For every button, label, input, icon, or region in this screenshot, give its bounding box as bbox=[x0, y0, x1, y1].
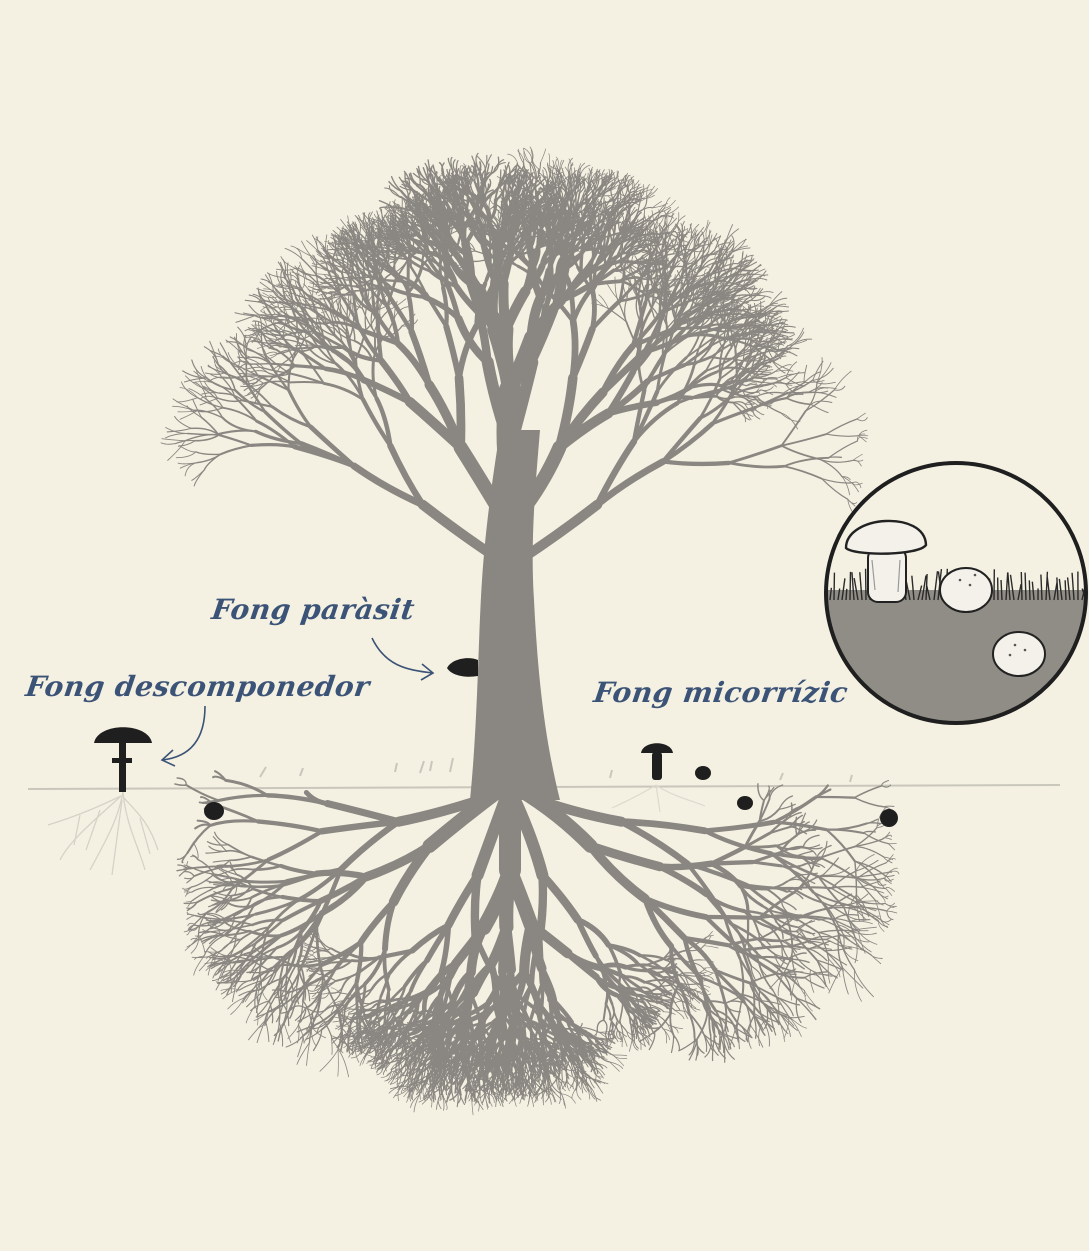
parasitic-fungus bbox=[447, 658, 478, 677]
label-fong-parasit: Fong paràsit bbox=[210, 593, 417, 626]
decomposer-mycelium bbox=[48, 792, 158, 875]
label-fong-micorrizic: Fong micorrízic bbox=[592, 676, 851, 709]
arrow-descomponedor bbox=[162, 706, 205, 766]
magnified-mushrooms-inset bbox=[820, 463, 1089, 740]
decomposer-fungus bbox=[94, 727, 152, 792]
mycorrhizal-fungus bbox=[641, 743, 673, 780]
mycorrhizal-mycelium bbox=[612, 785, 705, 812]
tree-silhouette bbox=[161, 147, 899, 1115]
label-fong-descomponedor: Fong descomponedor bbox=[24, 670, 372, 703]
arrow-parasit bbox=[372, 638, 433, 680]
